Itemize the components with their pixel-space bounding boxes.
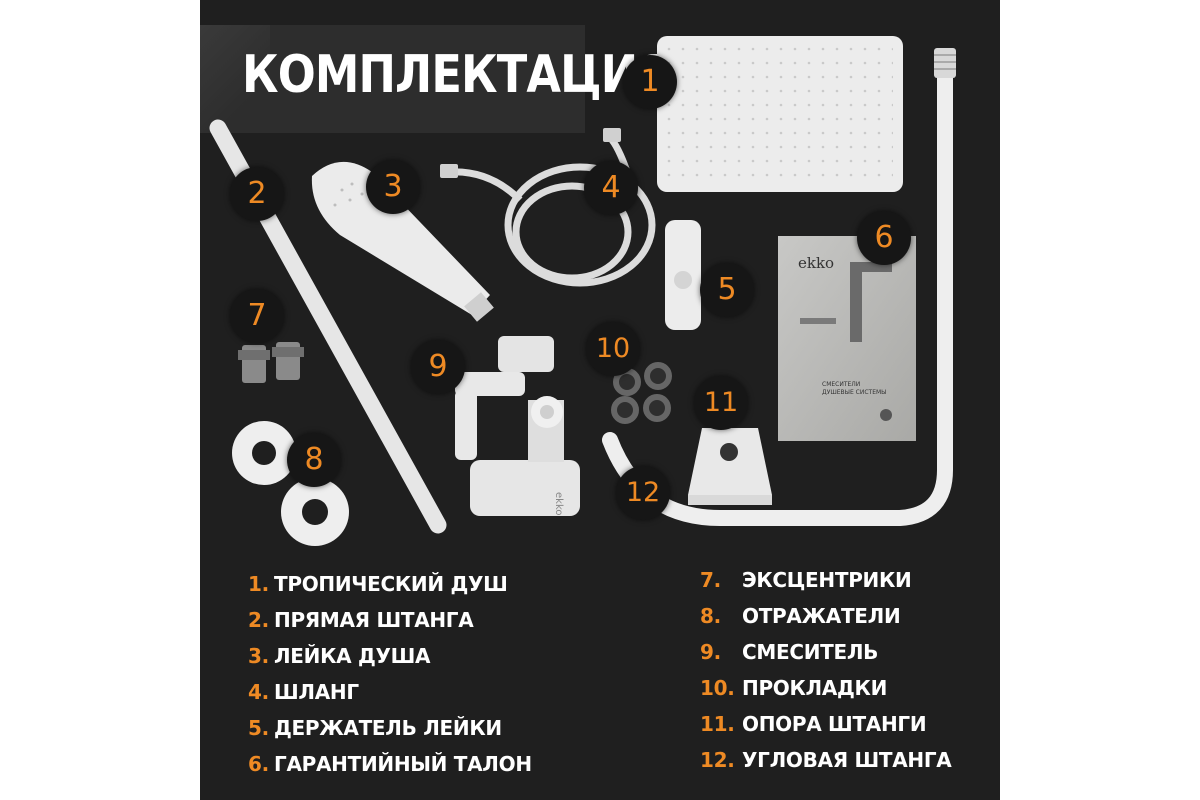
eccentrics (238, 342, 304, 383)
warranty-booklet: ekko СМЕСИТЕЛИ ДУШЕВЫЕ СИСТЕМЫ (778, 236, 916, 441)
booklet-caption-2: ДУШЕВЫЕ СИСТЕМЫ (822, 389, 886, 396)
list-item: 12.УГЛОВАЯ ШТАНГА (700, 748, 952, 772)
bar-support (688, 428, 772, 505)
mixer: ekko (455, 336, 580, 516)
product-illustration: ekko СМЕСИТЕЛИ ДУШЕВЫЕ СИСТЕМЫ (209, 36, 956, 546)
badge-7: 7 (230, 289, 284, 343)
title-shade (200, 25, 270, 133)
components-list-left: 1.ТРОПИЧЕСКИЙ ДУШ 2.ПРЯМАЯ ШТАНГА 3.ЛЕЙК… (248, 566, 532, 782)
rain-shower-head (657, 36, 903, 192)
list-item: 1.ТРОПИЧЕСКИЙ ДУШ (248, 572, 508, 596)
badge-9: 9 (411, 340, 465, 394)
badge-8: 8 (287, 433, 341, 487)
badge-1: 1 (623, 55, 677, 109)
badge-3: 3 (366, 160, 420, 214)
badge-4: 4 (584, 161, 638, 215)
badge-6: 6 (857, 211, 911, 265)
shower-hose (449, 137, 656, 287)
badge-2: 2 (230, 167, 284, 221)
mixer-brand: ekko (553, 492, 564, 516)
hose-connector-a (440, 164, 458, 178)
list-item: 5.ДЕРЖАТЕЛЬ ЛЕЙКИ (248, 716, 502, 740)
list-item: 7.ЭКСЦЕНТРИКИ (700, 568, 912, 592)
booklet-brand: ekko (798, 254, 834, 272)
hose-connector-b (603, 128, 621, 142)
list-item: 6.ГАРАНТИЙНЫЙ ТАЛОН (248, 752, 532, 776)
list-item: 2.ПРЯМАЯ ШТАНГА (248, 608, 474, 632)
list-item: 11.ОПОРА ШТАНГИ (700, 712, 927, 736)
list-item: 9.СМЕСИТЕЛЬ (700, 640, 879, 664)
badge-12: 12 (616, 466, 670, 520)
booklet-caption-1: СМЕСИТЕЛИ (822, 381, 860, 388)
components-list-right: 7.ЭКСЦЕНТРИКИ 8.ОТРАЖАТЕЛИ 9.СМЕСИТЕЛЬ 1… (700, 562, 952, 778)
reflectors (232, 421, 349, 546)
badge-11: 11 (694, 376, 748, 430)
list-item: 4.ШЛАНГ (248, 680, 359, 704)
list-item: 10.ПРОКЛАДКИ (700, 676, 888, 700)
gaskets (611, 362, 672, 424)
list-item: 8.ОТРАЖАТЕЛИ (700, 604, 901, 628)
shower-holder (665, 220, 701, 330)
list-item: 3.ЛЕЙКА ДУША (248, 644, 431, 668)
hand-shower (311, 161, 494, 322)
page-title: КОМПЛЕКТАЦИЯ (242, 45, 672, 105)
product-panel: КОМПЛЕКТАЦИЯ (200, 0, 1000, 800)
badge-5: 5 (700, 263, 754, 317)
badge-10: 10 (586, 322, 640, 376)
